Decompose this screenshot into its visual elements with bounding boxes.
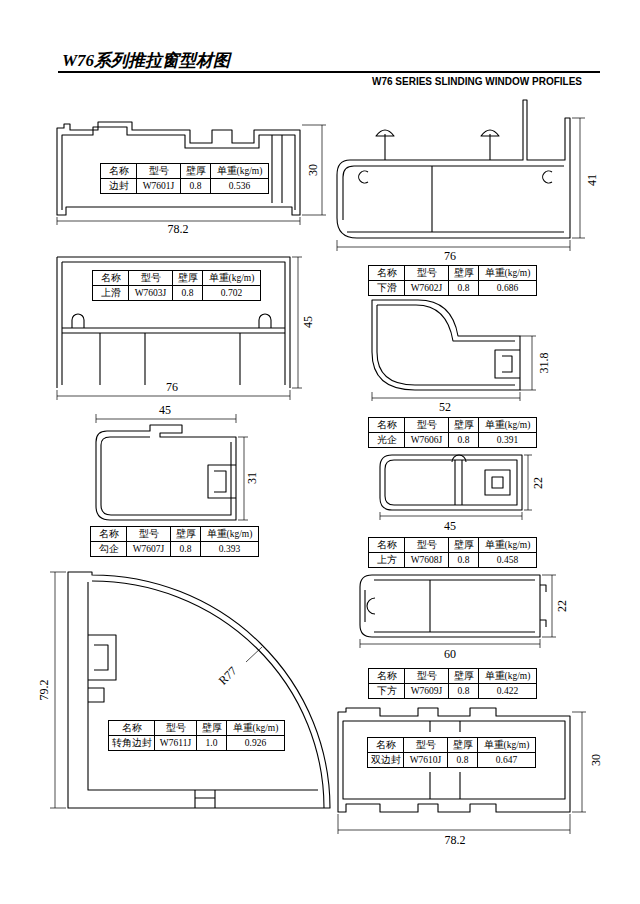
table-cell: 单重(kg/m) xyxy=(226,720,285,736)
table-cell: 0.702 xyxy=(202,285,261,301)
table-cell: 0.8 xyxy=(180,178,211,194)
table-cell: 0.8 xyxy=(170,541,201,557)
table-cell: 壁厚 xyxy=(448,668,479,684)
table-cell: 名称 xyxy=(368,537,405,553)
table-cell: 型号 xyxy=(404,417,449,433)
table-cell: W7601J xyxy=(136,178,181,194)
table-cell: 单重(kg/m) xyxy=(477,737,536,753)
table-cell: 0.458 xyxy=(478,552,537,568)
table-cell: 名称 xyxy=(90,526,127,542)
table-cell: 单重(kg/m) xyxy=(210,163,269,179)
table-cell: W7609J xyxy=(404,683,449,699)
table-cell: W7611J xyxy=(154,735,197,751)
table-cell: 0.8 xyxy=(448,432,479,448)
table-cell: 双边封 xyxy=(367,752,404,768)
table-cell: 壁厚 xyxy=(196,720,227,736)
dimension-label: 78.2 xyxy=(166,223,191,236)
table-cell: 单重(kg/m) xyxy=(478,265,537,281)
table-cell: 单重(kg/m) xyxy=(478,537,537,553)
dimension-label: 76 xyxy=(164,381,180,394)
table-cell: 0.8 xyxy=(448,280,479,296)
dimension-label: 52 xyxy=(437,401,453,414)
table-cell: 名称 xyxy=(368,265,405,281)
table-cell: 下方 xyxy=(368,683,405,699)
dimension-label: 79.2 xyxy=(38,678,51,703)
table-cell: 型号 xyxy=(404,537,449,553)
table-cell: 转角边封 xyxy=(108,735,155,751)
table-cell: 下滑 xyxy=(368,280,405,296)
table-cell: 光企 xyxy=(368,432,405,448)
table-cell: 型号 xyxy=(126,526,171,542)
table-cell: 勾企 xyxy=(90,541,127,557)
table-cell: W7608J xyxy=(404,552,449,568)
dimension-label: 45 xyxy=(442,520,458,533)
dimension-label: 30 xyxy=(307,162,320,178)
table-cell: 单重(kg/m) xyxy=(202,270,261,286)
table-cell: 壁厚 xyxy=(448,537,479,553)
table-cell: 型号 xyxy=(154,720,197,736)
table-cell: 单重(kg/m) xyxy=(478,668,537,684)
table-cell: 型号 xyxy=(404,265,449,281)
table-cell: 上方 xyxy=(368,552,405,568)
dimension-label: 22 xyxy=(532,475,545,491)
table-cell: W7606J xyxy=(404,432,449,448)
table-cell: 0.686 xyxy=(478,280,537,296)
table-cell: 名称 xyxy=(92,270,129,286)
subtitle: W76 SERIES SLINDING WINDOW PROFILES xyxy=(372,76,582,87)
dimension-label: 31.8 xyxy=(538,351,551,376)
dimension-label: 22 xyxy=(556,598,569,614)
table-cell: 边封 xyxy=(100,178,137,194)
table-cell: 0.391 xyxy=(478,432,537,448)
table-cell: 壁厚 xyxy=(448,417,479,433)
table-cell: W7610J xyxy=(403,752,448,768)
table-cell: 型号 xyxy=(404,668,449,684)
table-cell: 0.8 xyxy=(447,752,478,768)
table-cell: 名称 xyxy=(100,163,137,179)
table-cell: 壁厚 xyxy=(180,163,211,179)
table-cell: 0.8 xyxy=(172,285,203,301)
dimension-label: 41 xyxy=(586,172,599,188)
table-cell: 型号 xyxy=(403,737,448,753)
table-cell: W7602J xyxy=(404,280,449,296)
table-cell: 名称 xyxy=(368,417,405,433)
table-cell: 0.647 xyxy=(477,752,536,768)
table-cell: 壁厚 xyxy=(447,737,478,753)
table-cell: 壁厚 xyxy=(170,526,201,542)
table-cell: 0.926 xyxy=(226,735,285,751)
table-cell: 名称 xyxy=(108,720,155,736)
table-cell: 0.422 xyxy=(478,683,537,699)
table-cell: 0.536 xyxy=(210,178,269,194)
table-cell: 壁厚 xyxy=(172,270,203,286)
dimension-label: 31 xyxy=(246,470,259,486)
table-cell: 上滑 xyxy=(92,285,129,301)
table-cell: 名称 xyxy=(368,668,405,684)
table-cell: 0.8 xyxy=(448,552,479,568)
dimension-label: 45 xyxy=(157,404,173,417)
table-cell: 型号 xyxy=(128,270,173,286)
dimension-label: 78.2 xyxy=(443,834,468,847)
dimension-label: 60 xyxy=(442,648,458,661)
table-cell: 单重(kg/m) xyxy=(200,526,259,542)
dimension-label: 76 xyxy=(442,250,458,263)
table-cell: 壁厚 xyxy=(448,265,479,281)
table-cell: 0.8 xyxy=(448,683,479,699)
table-cell: 单重(kg/m) xyxy=(478,417,537,433)
table-cell: 型号 xyxy=(136,163,181,179)
table-cell: 0.393 xyxy=(200,541,259,557)
table-cell: 名称 xyxy=(367,737,404,753)
dimension-label: 30 xyxy=(590,752,603,768)
table-cell: 1.0 xyxy=(196,735,227,751)
title: W76系列推拉窗型材图 xyxy=(62,49,230,72)
dimension-label: R77 xyxy=(215,663,241,689)
table-cell: W7607J xyxy=(126,541,171,557)
table-cell: W7603J xyxy=(128,285,173,301)
dimension-label: 45 xyxy=(302,314,315,330)
